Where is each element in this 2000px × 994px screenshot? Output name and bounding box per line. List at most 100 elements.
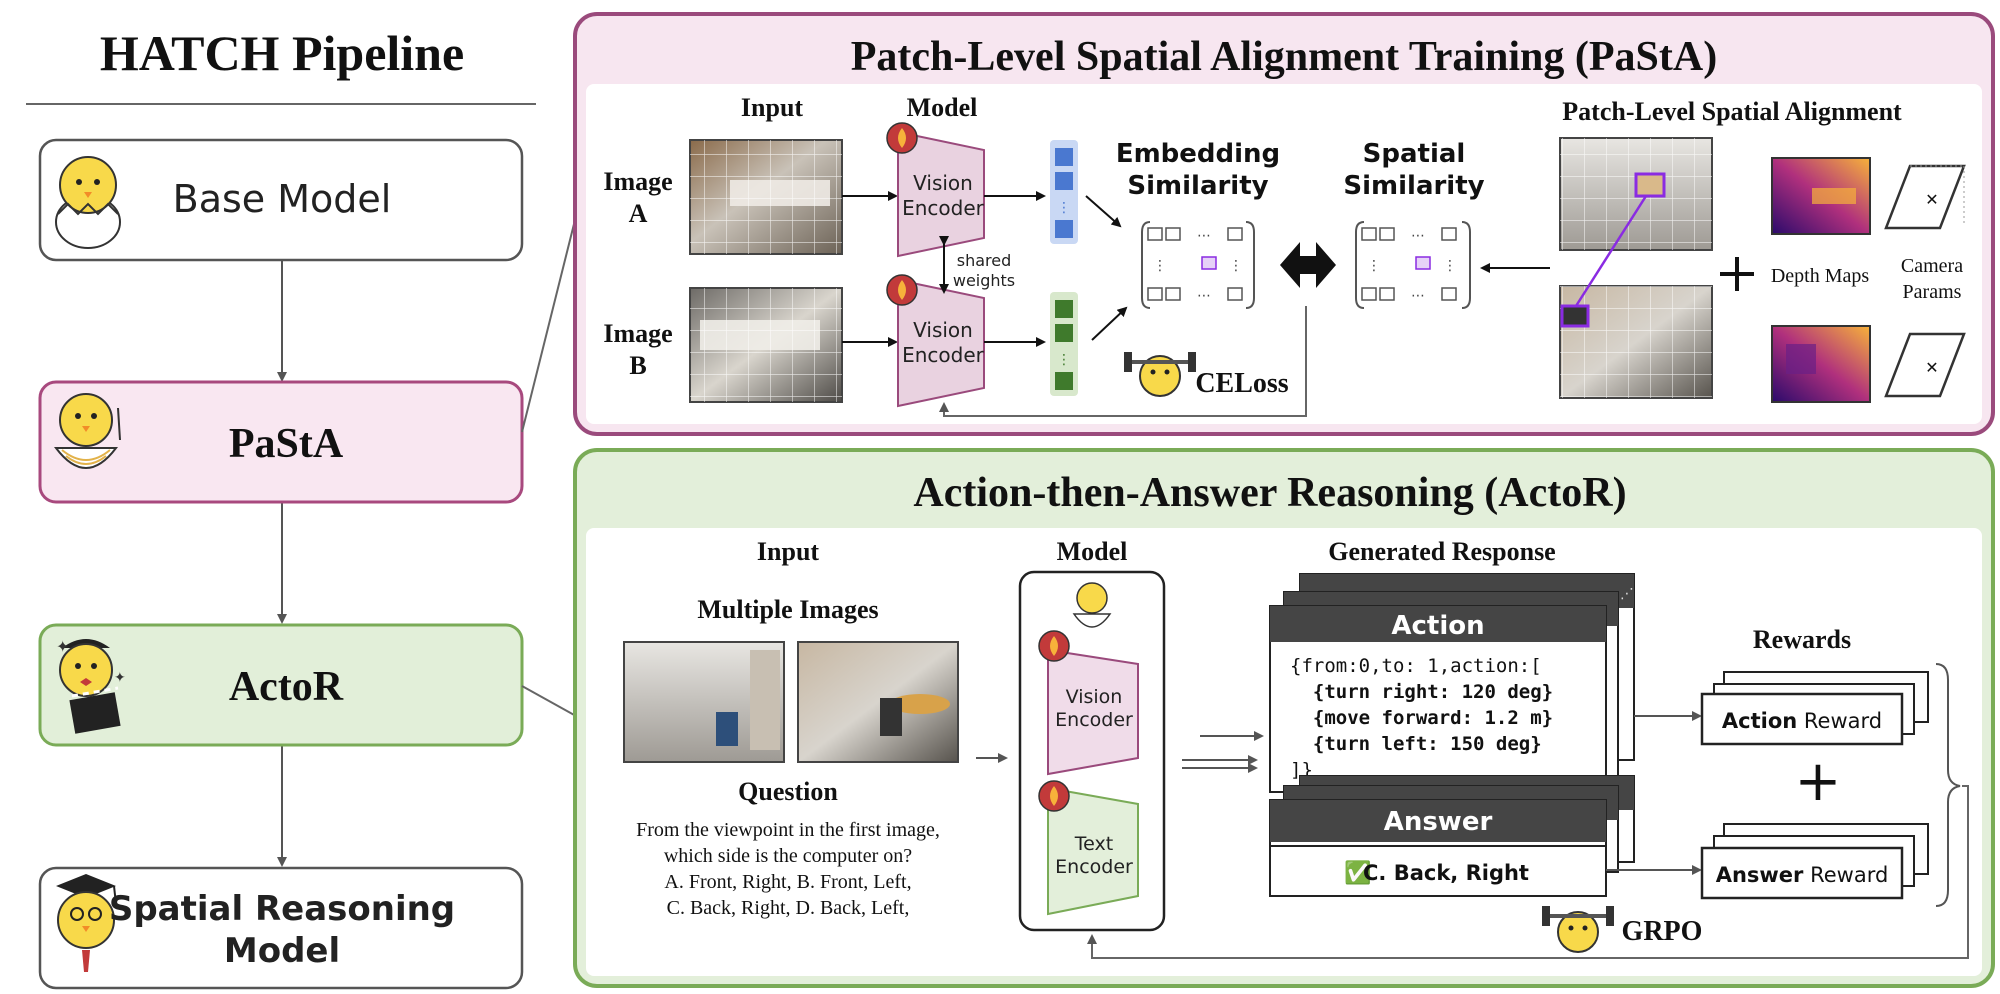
action-reward-card: Action Reward: [1700, 671, 1929, 746]
arrow-features-a-to-matrix: [1085, 195, 1122, 228]
pipeline-title: HATCH Pipeline: [100, 25, 464, 81]
zoom-line-pasta-top: [521, 219, 576, 433]
actor-title: Action-then-Answer Reasoning (ActoR): [913, 470, 1626, 516]
grpo-label: GRPO: [1622, 916, 1703, 947]
action-line-3: {move forward: 1.2 m}: [1290, 707, 1553, 729]
input-photo-1: [623, 641, 785, 763]
svg-text:⋯: ⋯: [1197, 288, 1211, 304]
svg-text:⋮: ⋮: [1153, 258, 1167, 274]
pasta-title: Patch-Level Spatial Alignment Training (…: [851, 34, 1717, 80]
chick-egg-icon: [55, 156, 121, 249]
rewards-header: Rewards: [1753, 625, 1851, 654]
actor-panel: Action-then-Answer Reasoning (ActoR) Inp…: [573, 448, 1995, 988]
image-b-label-1: Image: [603, 319, 672, 348]
chick-noodles-icon: [53, 393, 121, 469]
chick-weights-icon: [1542, 906, 1614, 953]
svg-text:✦: ✦: [56, 637, 69, 656]
svg-text:Vision: Vision: [1066, 686, 1123, 708]
action-reward-rest: Reward: [1797, 709, 1882, 733]
feedback-arrow-pasta: [939, 306, 1307, 417]
camera-plane-top-icon: ✕: [1884, 164, 1966, 230]
svg-text:Encoder: Encoder: [1055, 856, 1133, 878]
flame-icon: [1038, 780, 1070, 812]
pasta-model-header: Model: [907, 93, 978, 122]
svg-text:Encoder: Encoder: [1055, 709, 1133, 731]
question-line-1: From the viewpoint in the first image,: [636, 819, 940, 841]
action-reward-bold: Action: [1722, 709, 1797, 733]
answer-card-title: Answer: [1384, 807, 1493, 837]
svg-text:✕: ✕: [1925, 358, 1938, 377]
spatial-similarity-label-1: Spatial: [1363, 139, 1466, 169]
svg-text:⋮: ⋮: [1229, 258, 1243, 274]
arrow-features-b-to-matrix: [1091, 306, 1128, 341]
celoss-label: CELoss: [1195, 368, 1288, 399]
actor-model-header: Model: [1057, 537, 1128, 566]
alignment-photo-top: [1559, 137, 1713, 251]
stage-base-model[interactable]: Base Model: [38, 138, 524, 262]
embedding-similarity-matrix: ⋯ ⋯ ⋮ ⋮: [1141, 221, 1255, 309]
zoom-line-actor: [521, 685, 577, 717]
svg-text:⋮: ⋮: [1443, 258, 1457, 274]
chick-weights-icon: [1124, 352, 1196, 397]
embedding-similarity-label-1: Embedding: [1116, 139, 1280, 169]
question-line-4: C. Back, Right, D. Back, Left,: [667, 897, 910, 919]
svg-text:⋮: ⋮: [1057, 352, 1071, 368]
embedding-similarity-label-2: Similarity: [1127, 171, 1268, 201]
action-card-title: Action: [1391, 611, 1484, 641]
stage-label-model: Model: [224, 931, 340, 971]
vision-encoder-b: Vision Encoder: [897, 278, 985, 408]
stage-actor[interactable]: ✦ ✦ ActoR: [38, 623, 524, 747]
camera-plane-bottom-icon: ✕: [1884, 332, 1966, 398]
feature-column-a: ⋮: [1050, 140, 1078, 244]
generated-response-header: Generated Response: [1328, 537, 1555, 566]
depth-map-bottom: [1771, 325, 1871, 403]
stage-label-spatial-reasoning: Spatial Reasoning: [109, 889, 455, 929]
flame-icon: [1038, 630, 1070, 662]
chick-egg-small-icon: [1072, 582, 1112, 628]
answer-reward-rest: Reward: [1803, 863, 1888, 887]
rewards-plus: +: [1795, 749, 1842, 814]
camera-params-label-2: Params: [1903, 281, 1962, 303]
action-line-4: {turn left: 150 deg}: [1290, 733, 1542, 755]
multiple-images-label: Multiple Images: [697, 595, 878, 624]
depth-maps-label: Depth Maps: [1771, 265, 1870, 287]
question-header: Question: [738, 777, 838, 806]
input-photo-2: [797, 641, 959, 763]
stage-pasta[interactable]: PaStA: [38, 380, 524, 504]
answer-card-stack: Answer ✅ C. Back, Right: [1269, 775, 1635, 897]
svg-text:Answer Reward: Answer Reward: [1716, 863, 1889, 887]
svg-text:⋮: ⋮: [1367, 258, 1381, 274]
spatial-similarity-matrix: ⋯ ⋯ ⋮ ⋮: [1355, 221, 1471, 309]
svg-text:Action Reward: Action Reward: [1722, 709, 1882, 733]
alignment-photo-bottom: [1559, 285, 1713, 399]
stage-spatial-reasoning-model[interactable]: Spatial Reasoning Model: [38, 866, 524, 990]
svg-text:Encoder: Encoder: [902, 196, 985, 220]
svg-text:✦: ✦: [114, 670, 126, 686]
depth-map-top: [1771, 157, 1871, 235]
svg-text:⋮: ⋮: [1057, 200, 1071, 216]
action-line-1: {from:0,to: 1,action:[: [1290, 655, 1542, 677]
rewards-brace: [1935, 663, 1961, 907]
shared-weights-label-1: shared: [957, 251, 1012, 270]
svg-text:✕: ✕: [1925, 190, 1938, 209]
shared-weights-label-2: weights: [953, 271, 1015, 290]
patch-correspondence-arrow: [1574, 195, 1648, 307]
stage-label-actor: ActoR: [229, 664, 344, 710]
svg-text:Vision: Vision: [913, 318, 973, 342]
svg-text:Vision: Vision: [913, 171, 973, 195]
actor-text-encoder: Text Encoder: [1047, 786, 1139, 916]
camera-params-label-1: Camera: [1901, 255, 1963, 277]
answer-check-icon: ✅: [1344, 860, 1371, 886]
stage-label-base-model: Base Model: [173, 177, 392, 221]
pasta-input-header: Input: [741, 93, 803, 122]
feedback-arrow-actor: [1087, 785, 1969, 959]
vision-encoder-a: Vision Encoder: [897, 130, 985, 258]
chick-director-icon: ✦ ✦: [56, 637, 126, 734]
svg-text:⋯: ⋯: [1411, 288, 1425, 304]
svg-text:⋯: ⋯: [1197, 228, 1211, 244]
image-a-label-1: Image: [603, 167, 672, 196]
action-line-2: {turn right: 120 deg}: [1290, 681, 1553, 703]
question-line-3: A. Front, Right, B. Front, Left,: [664, 871, 911, 893]
alignment-header: Patch-Level Spatial Alignment: [1562, 97, 1902, 126]
